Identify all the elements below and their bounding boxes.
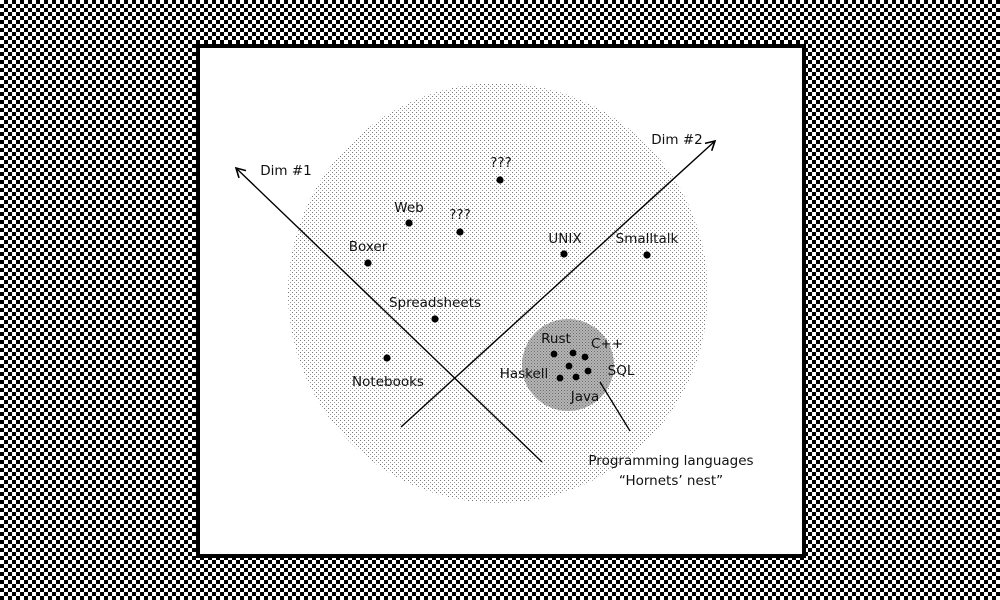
point-unix (560, 250, 568, 258)
cluster-dot (550, 350, 558, 358)
point-label-q2: ??? (449, 207, 471, 223)
dim1-label: Dim #1 (260, 163, 312, 179)
point-label-boxer: Boxer (349, 239, 388, 255)
caption-line-2: “Hornets’ nest” (619, 473, 723, 489)
cluster-label-cpp: C++ (591, 336, 623, 352)
dim2-label: Dim #2 (651, 132, 703, 148)
cluster-label-sql: SQL (608, 363, 635, 379)
point-label-unix: UNIX (548, 231, 581, 247)
point-q1 (496, 176, 504, 184)
point-label-notebooks: Notebooks (352, 374, 424, 390)
point-boxer (364, 259, 372, 267)
dim2-axis (400, 139, 717, 428)
cluster-dot (584, 367, 592, 375)
cluster-pointer-line (599, 381, 631, 432)
cluster-dot (572, 373, 580, 381)
cluster-label-java: Java (570, 389, 600, 405)
cluster-points: Rust C++ Haskell SQL Java (500, 331, 635, 405)
point-label-spreadsheets: Spreadsheets (389, 295, 481, 311)
dim1-axis (234, 166, 543, 463)
point-label-q1: ??? (490, 155, 512, 171)
cluster-label-rust: Rust (541, 331, 571, 347)
point-spreadsheets (431, 315, 439, 323)
cluster-label-haskell: Haskell (500, 366, 549, 382)
cluster-dot (556, 374, 564, 382)
point-web (405, 219, 413, 227)
caption-line-1: Programming languages (588, 453, 753, 469)
point-smalltalk (643, 251, 651, 259)
design-space-region (288, 83, 708, 503)
cluster-dot (569, 349, 577, 357)
cluster-dot (565, 362, 573, 370)
point-notebooks (383, 354, 391, 362)
concept-points: ??? Web??? Boxer UNIX SmalltalkSpreadsheetsN… (349, 155, 679, 390)
point-q2 (456, 228, 464, 236)
point-label-web: Web (394, 200, 423, 216)
point-label-smalltalk: Smalltalk (616, 231, 679, 247)
cluster-dot (581, 353, 589, 361)
